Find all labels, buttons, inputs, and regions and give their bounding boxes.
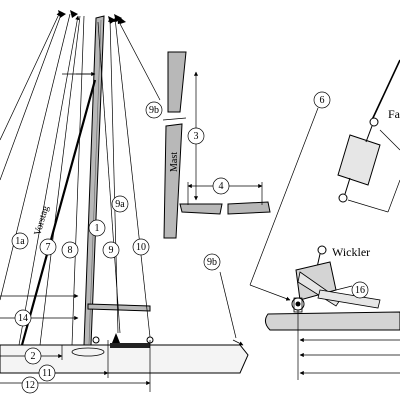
svg-text:3: 3 [194, 131, 199, 142]
callout-8: 8 [61, 241, 79, 259]
svg-text:8: 8 [68, 245, 73, 256]
svg-text:7: 7 [46, 242, 51, 253]
hull-fitting [71, 347, 105, 357]
callout-1a: 1a [11, 232, 29, 250]
callout-6: 6 [313, 91, 331, 109]
callout-11: 11 [38, 364, 56, 382]
mast-detail: Mast 3 4 [162, 51, 271, 239]
svg-text:2: 2 [31, 351, 36, 362]
svg-text:10: 10 [136, 242, 146, 253]
svg-text:11: 11 [42, 368, 52, 379]
forestay-line [20, 79, 97, 346]
callout-3: 3 [187, 127, 205, 145]
svg-text:14: 14 [18, 313, 28, 324]
callout-4: 4 [212, 177, 230, 195]
deck-beam [264, 311, 400, 331]
callout-14: 14 [14, 309, 32, 327]
chainplate-fitting [110, 343, 150, 348]
svg-text:1a: 1a [15, 236, 25, 247]
svg-text:1: 1 [95, 223, 100, 234]
furler-detail: Fa 6 Wickler [249, 59, 400, 380]
callout-2: 2 [24, 347, 42, 365]
callout-12: 12 [21, 376, 39, 394]
callout-9: 9 [102, 241, 120, 259]
callout-9b-right: 9b [203, 253, 221, 271]
callout-7: 7 [39, 238, 57, 256]
fa-label-partial: Fa [388, 107, 400, 121]
mast [83, 15, 105, 346]
wickler-label: Wickler [332, 245, 370, 259]
boat-side-view: Vorstag [0, 10, 249, 394]
callout-1: 1 [88, 219, 106, 237]
top-arrowheads [58, 10, 126, 24]
mast-top-section [167, 51, 187, 113]
svg-text:9: 9 [109, 245, 114, 256]
spreader-right [227, 201, 271, 215]
vorstag-label: Vorstag [32, 205, 51, 237]
svg-text:16: 16 [355, 285, 365, 296]
spreader-left [179, 203, 223, 215]
mast-label: Mast [169, 152, 180, 172]
mast-lower-section [163, 123, 183, 239]
turnbuckle-body [337, 134, 381, 186]
measurement-lines [0, 11, 244, 392]
svg-text:9b: 9b [207, 257, 217, 268]
svg-text:9b: 9b [149, 105, 159, 116]
callout-9a: 9a [111, 195, 129, 213]
svg-text:6: 6 [320, 95, 325, 106]
svg-text:9a: 9a [115, 199, 125, 210]
svg-text:4: 4 [219, 181, 224, 192]
callout-16: 16 [351, 281, 369, 299]
boom [87, 303, 151, 312]
callout-10: 10 [132, 238, 150, 256]
callout-9b-top: 9b [145, 101, 163, 119]
svg-text:12: 12 [25, 380, 35, 391]
